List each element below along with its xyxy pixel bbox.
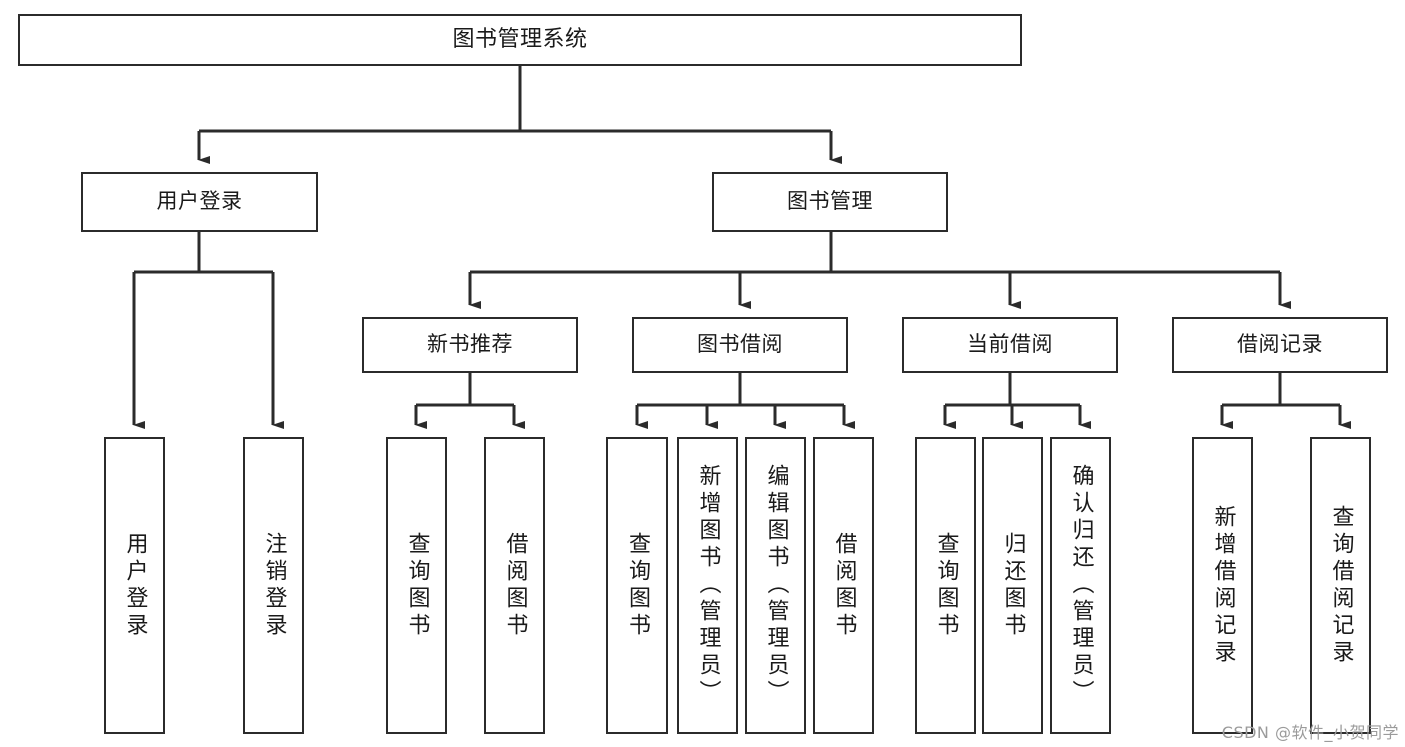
- node-label: 新增借阅记录: [1210, 504, 1236, 667]
- node-label: 查询图书: [933, 531, 959, 640]
- node-label: 图书管理: [787, 189, 873, 214]
- node-label: 用户登录: [122, 531, 148, 640]
- node-label: 当前借阅: [967, 332, 1053, 357]
- leaf-borrow-book-recommend[interactable]: 借阅图书: [484, 437, 545, 734]
- node-label: 新书推荐: [427, 332, 513, 357]
- node-book-management[interactable]: 图书管理: [712, 172, 948, 232]
- node-root-book-management-system[interactable]: 图书管理系统: [18, 14, 1022, 66]
- node-label: 图书管理系统: [452, 26, 588, 52]
- node-label: 查询图书: [625, 531, 650, 640]
- leaf-query-book-recommend[interactable]: 查询图书: [386, 437, 447, 734]
- node-label: 确认归还（管理员）: [1068, 464, 1094, 707]
- leaf-add-book-admin[interactable]: 新增图书（管理员）: [677, 437, 738, 734]
- leaf-query-book-borrow[interactable]: 查询图书: [606, 437, 668, 734]
- node-label: 新增图书（管理员）: [695, 464, 721, 707]
- node-label: 借阅图书: [502, 531, 528, 640]
- node-label: 查询图书: [404, 531, 430, 640]
- leaf-confirm-return-admin[interactable]: 确认归还（管理员）: [1050, 437, 1111, 734]
- node-user-login[interactable]: 用户登录: [81, 172, 318, 232]
- leaf-borrow-book[interactable]: 借阅图书: [813, 437, 874, 734]
- node-label: 编辑图书（管理员）: [763, 464, 789, 707]
- leaf-return-book[interactable]: 归还图书: [982, 437, 1043, 734]
- node-label: 查询借阅记录: [1328, 504, 1354, 667]
- node-label: 注销登录: [261, 531, 287, 640]
- leaf-add-borrow-record[interactable]: 新增借阅记录: [1192, 437, 1253, 734]
- node-label: 借阅记录: [1237, 332, 1323, 357]
- leaf-logout-login[interactable]: 注销登录: [243, 437, 304, 734]
- node-book-borrow[interactable]: 图书借阅: [632, 317, 848, 373]
- leaf-query-borrow-record[interactable]: 查询借阅记录: [1310, 437, 1371, 734]
- leaf-user-login[interactable]: 用户登录: [104, 437, 165, 734]
- leaf-edit-book-admin[interactable]: 编辑图书（管理员）: [745, 437, 806, 734]
- node-label: 用户登录: [156, 189, 243, 214]
- node-label: 借阅图书: [831, 531, 857, 640]
- node-label: 归还图书: [1000, 531, 1026, 640]
- leaf-query-book-current[interactable]: 查询图书: [915, 437, 976, 734]
- csdn-watermark: CSDN @软件_小贺同学: [1221, 723, 1399, 742]
- node-label: 图书借阅: [697, 332, 783, 357]
- node-borrow-record[interactable]: 借阅记录: [1172, 317, 1388, 373]
- node-current-borrow[interactable]: 当前借阅: [902, 317, 1118, 373]
- node-new-book-recommend[interactable]: 新书推荐: [362, 317, 578, 373]
